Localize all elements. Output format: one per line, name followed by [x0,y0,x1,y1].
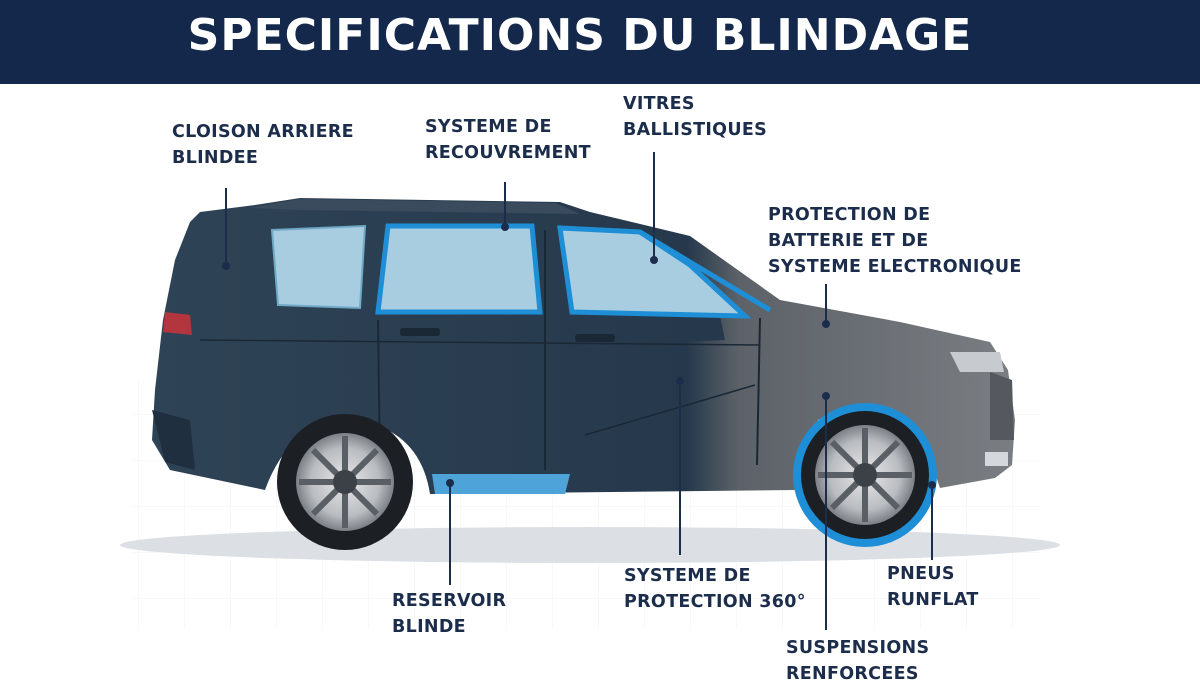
title-banner: SPECIFICATIONS DU BLINDAGE [0,0,1200,84]
front-wheel [793,403,937,547]
callout-systeme-recouvrement: SYSTEME DE RECOUVREMENT [425,117,591,163]
roof-rail [250,199,580,214]
callout-lines [222,152,936,630]
callout-pneus-runflat: PNEUS RUNFLAT [887,564,979,610]
front-door-window [557,225,752,319]
front-grille [990,372,1014,440]
vehicle-illustration [120,152,1060,630]
door-handle-1 [400,328,440,336]
rear-quarter-window [270,224,367,310]
rocker-armor [432,474,570,494]
windshield-pillar [638,229,772,313]
headlight [950,352,1004,372]
callout-suspensions-renforcees: SUSPENSIONS RENFORCEES [786,638,930,684]
door-handle-2 [575,334,615,342]
door-crease [584,384,756,436]
callout-vitres-ballistiques: VITRES BALLISTIQUES [623,94,767,140]
rear-bumper [152,410,195,470]
callout-cloison-arriere: CLOISON ARRIERE BLINDEE [172,122,354,168]
rear-wheel [277,414,413,550]
fog-light [985,452,1008,466]
rear-door-window [375,223,543,315]
callout-protection-batterie: PROTECTION DE BATTERIE ET DE SYSTEME ELE… [768,205,1022,277]
callout-protection-360: SYSTEME DE PROTECTION 360° [624,566,806,612]
callout-reservoir-blinde: RESERVOIR BLINDE [392,591,507,637]
page-title: SPECIFICATIONS DU BLINDAGE [187,10,973,61]
tail-light [163,312,192,335]
ground-shadow [120,527,1060,563]
shoulder-line [199,339,761,346]
mirror [676,316,725,342]
door-line-3 [756,317,761,466]
